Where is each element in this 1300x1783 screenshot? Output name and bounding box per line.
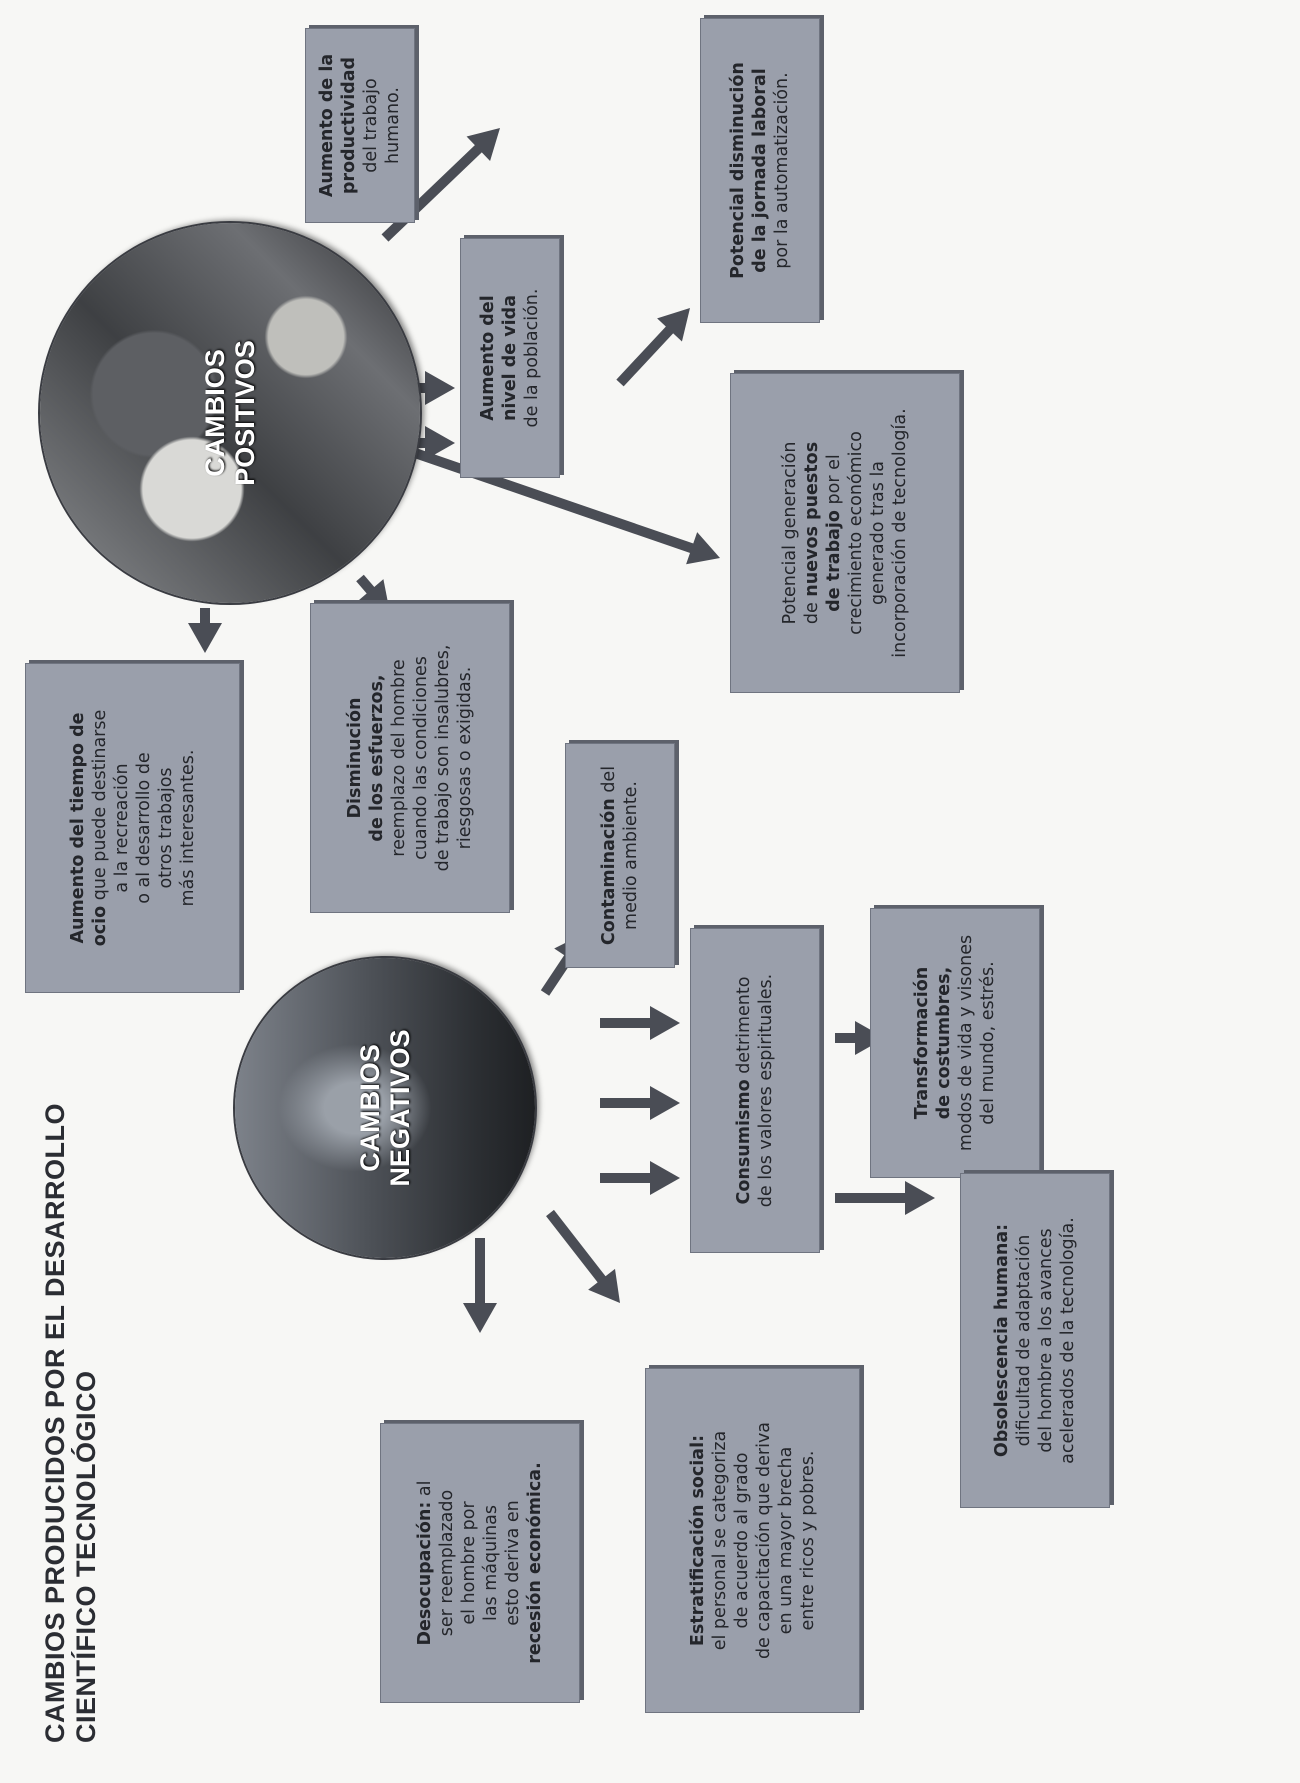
box-estratificacion-social: Estratificación social: el personal se c… bbox=[645, 1368, 860, 1713]
arrow-to-obsolescencia bbox=[835, 1181, 935, 1215]
box-consumismo: Consumismo detrimento de los valores esp… bbox=[690, 928, 820, 1253]
box-jornada-laboral: Potencial disminución de la jornada labo… bbox=[700, 18, 820, 323]
arrow-to-ocio bbox=[188, 608, 222, 653]
box-obsolescencia-humana: Obsolescencia humana: dificultad de adap… bbox=[960, 1173, 1110, 1508]
box-contaminacion: Contaminación del medio ambiente. bbox=[565, 743, 675, 968]
cambios-negativos-circle: CAMBIOS NEGATIVOS bbox=[235, 958, 535, 1258]
box-transformacion-costumbres: Transformación de costumbres, modos de v… bbox=[870, 908, 1040, 1178]
box-tiempo-de-ocio: Aumento del tiempo de ocio que puede des… bbox=[25, 663, 240, 993]
cambios-negativos-label: CAMBIOS NEGATIVOS bbox=[355, 1029, 415, 1187]
arrow-neg-to-consumismo-3 bbox=[600, 1006, 680, 1040]
arrow-neg-to-consumismo-2 bbox=[600, 1086, 680, 1120]
arrow-neg-to-estratificacion bbox=[546, 1209, 620, 1303]
cambios-positivos-label: CAMBIOS POSITIVOS bbox=[200, 340, 260, 486]
box-nuevos-puestos: Potencial generación de nuevos puestos d… bbox=[730, 373, 960, 693]
arrow-neg-to-consumismo-1 bbox=[600, 1161, 680, 1195]
box-productividad: Aumento de la productividad del trabajo … bbox=[305, 28, 415, 223]
cambios-positivos-circle: CAMBIOS POSITIVOS bbox=[40, 223, 420, 603]
box-disminucion-esfuerzos: Disminución de los esfuerzos, reemplazo … bbox=[310, 603, 510, 913]
arrow-to-jornada bbox=[616, 308, 690, 387]
box-desocupacion: Desocupación: al ser reemplazado el homb… bbox=[380, 1423, 580, 1703]
box-nivel-de-vida: Aumento del nivel de vida de la població… bbox=[460, 238, 560, 478]
arrow-neg-to-desocupacion bbox=[463, 1238, 497, 1333]
